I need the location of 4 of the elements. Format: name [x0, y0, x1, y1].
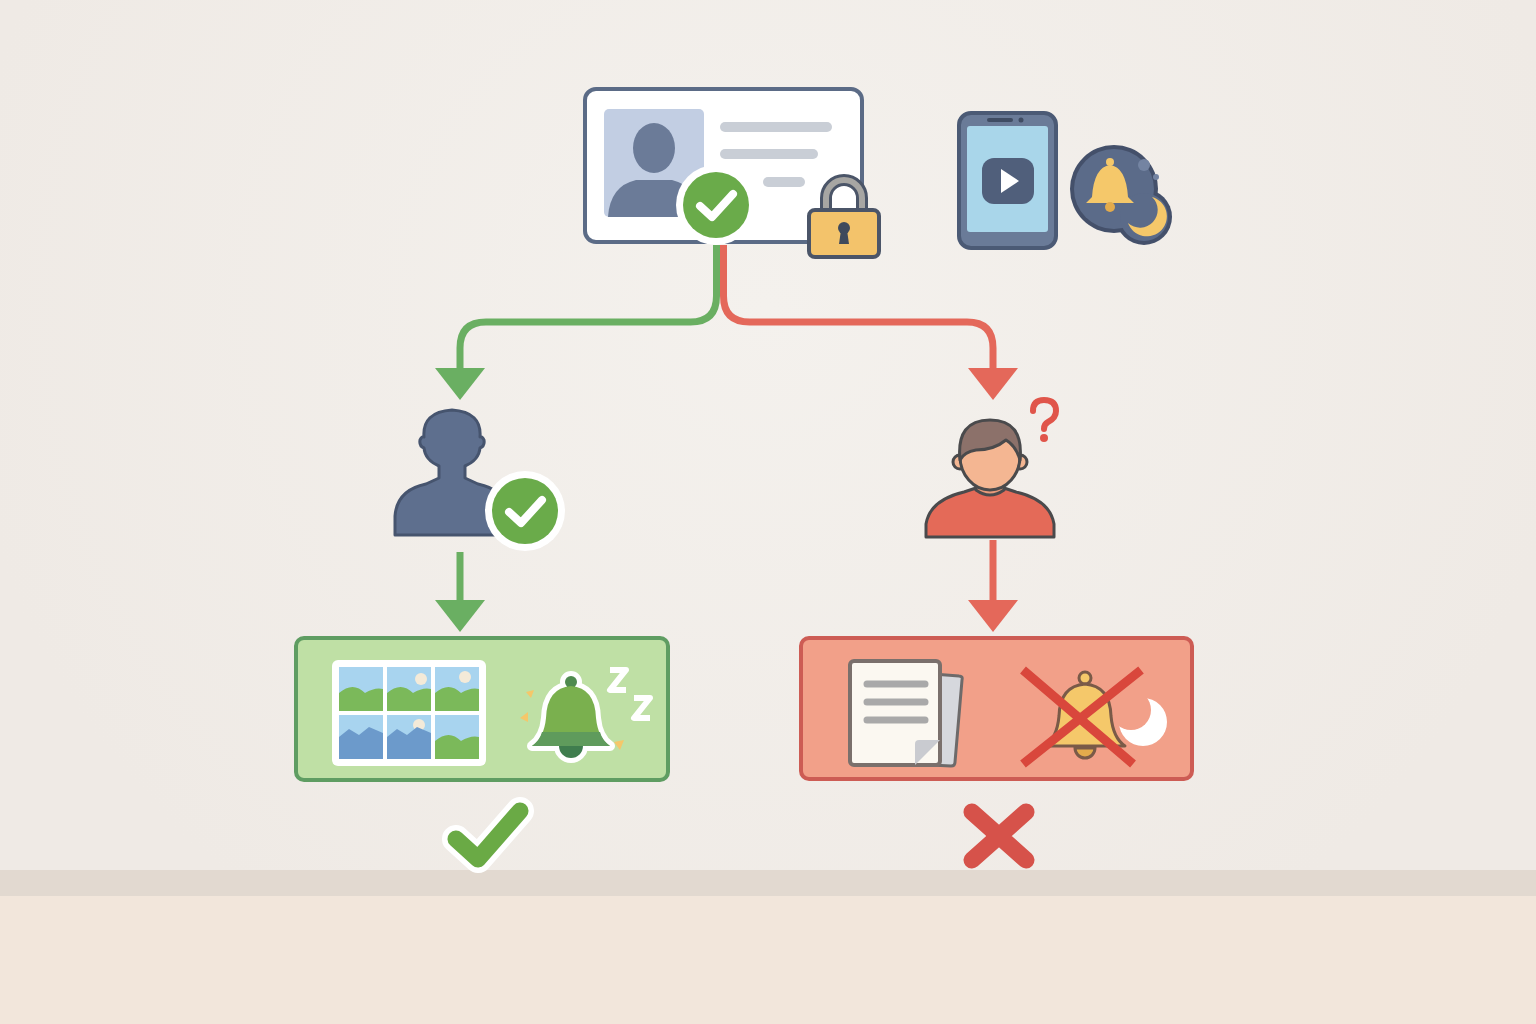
arrow: [720, 245, 1018, 400]
result-panel: [799, 636, 1194, 781]
result-panel: [294, 636, 670, 782]
arrow: [435, 245, 720, 400]
